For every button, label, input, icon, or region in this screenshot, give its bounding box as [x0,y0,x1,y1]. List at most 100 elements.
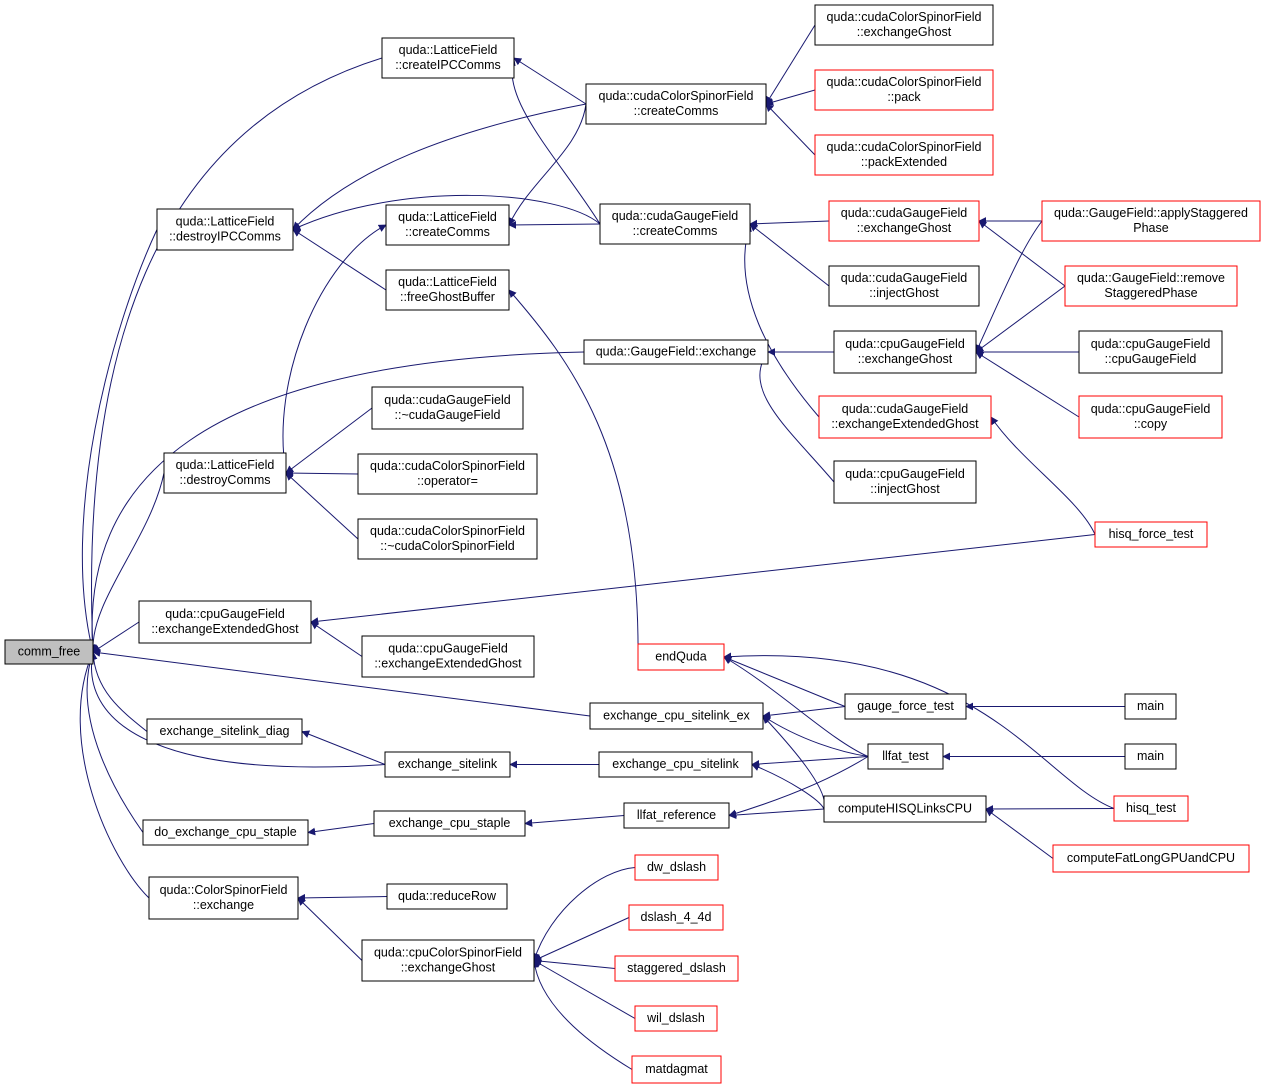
node-do_exchange_cpu_staple[interactable]: do_exchange_cpu_staple [142,819,309,846]
node-cgf_exchangeGhost[interactable]: quda::cudaGaugeField::exchangeGhost [828,200,980,242]
node-box[interactable] [818,395,992,439]
node-box[interactable] [1094,521,1208,548]
node-gf_exchange[interactable]: quda::GaugeField::exchange [583,339,769,365]
node-box[interactable] [867,743,944,770]
node-box[interactable] [1041,200,1261,242]
node-box[interactable] [623,802,730,829]
node-cpugf_exchangeExtendedGhost2[interactable]: quda::cpuGaugeField::exchangeExtendedGho… [361,635,535,678]
node-box[interactable] [373,810,526,837]
node-reduceRow[interactable]: quda::reduceRow [386,883,508,910]
node-box[interactable] [361,939,535,982]
node-box[interactable] [1064,265,1238,307]
node-csf_createComms[interactable]: quda::cudaColorSpinorField::createComms [585,83,767,125]
node-cpugf_exchangeGhost[interactable]: quda::cpuGaugeField::exchangeGhost [833,330,977,374]
node-box[interactable] [1052,844,1250,873]
node-cgf_injectGhost[interactable]: quda::cudaGaugeField::injectGhost [828,265,980,307]
node-box[interactable] [634,1005,718,1032]
node-box[interactable] [357,453,538,495]
node-box[interactable] [598,751,753,778]
node-box[interactable] [4,639,94,665]
node-computeHISQLinksCPU[interactable]: computeHISQLinksCPU [823,795,987,823]
node-box[interactable] [844,693,967,720]
node-main1[interactable]: main [1124,693,1177,720]
node-matdagmat[interactable]: matdagmat [631,1055,722,1084]
node-cpugf_exchangeExtendedGhost[interactable]: quda::cpuGaugeField::exchangeExtendedGho… [138,600,312,644]
node-wil_dslash[interactable]: wil_dslash [634,1005,718,1032]
node-csf_destructor[interactable]: quda::cudaColorSpinorField::~cudaColorSp… [357,518,538,560]
node-box[interactable] [833,460,977,504]
node-box[interactable] [138,600,312,644]
node-exchange_sitelink_diag[interactable]: exchange_sitelink_diag [146,718,303,745]
node-csf_operator[interactable]: quda::cudaColorSpinorField::operator= [357,453,538,495]
node-staggered_dslash[interactable]: staggered_dslash [614,955,739,982]
node-box[interactable] [614,955,739,982]
node-cgf_createComms[interactable]: quda::cudaGaugeField::createComms [599,203,751,245]
node-box[interactable] [637,643,725,671]
node-gauge_force_test[interactable]: gauge_force_test [844,693,967,720]
node-box[interactable] [381,37,515,79]
node-csf_pack[interactable]: quda::cudaColorSpinorField::pack [814,69,994,111]
node-lf_createIPCComms[interactable]: quda::LatticeField::createIPCComms [381,37,515,79]
node-exchange_sitelink[interactable]: exchange_sitelink [384,751,511,778]
node-box[interactable] [823,795,987,823]
node-box[interactable] [385,204,510,246]
node-exchange_cpu_staple[interactable]: exchange_cpu_staple [373,810,526,837]
node-cpucsf_exchangeGhost[interactable]: quda::cpuColorSpinorField::exchangeGhost [361,939,535,982]
node-endQuda[interactable]: endQuda [637,643,725,671]
node-box[interactable] [828,200,980,242]
node-cpugf_injectGhost[interactable]: quda::cpuGaugeField::injectGhost [833,460,977,504]
node-lf_freeGhostBuffer[interactable]: quda::LatticeField::freeGhostBuffer [385,269,510,311]
node-box[interactable] [361,635,535,678]
node-box[interactable] [357,518,538,560]
node-cgf_exchangeExtendedGhost[interactable]: quda::cudaGaugeField::exchangeExtendedGh… [818,395,992,439]
node-box[interactable] [628,904,724,931]
node-box[interactable] [585,83,767,125]
node-llfat_test[interactable]: llfat_test [867,743,944,770]
node-cpugf_copy[interactable]: quda::cpuGaugeField::copy [1078,395,1223,439]
node-box[interactable] [589,702,764,730]
node-box[interactable] [1124,693,1177,720]
node-hisq_test[interactable]: hisq_test [1113,795,1189,822]
node-box[interactable] [386,883,508,910]
node-box[interactable] [156,208,294,251]
node-box[interactable] [814,134,994,176]
node-main2[interactable]: main [1124,743,1177,770]
node-csf_exchange[interactable]: quda::ColorSpinorField::exchange [148,876,299,920]
node-box[interactable] [1078,395,1223,439]
node-box[interactable] [833,330,977,374]
node-csf_packExtended[interactable]: quda::cudaColorSpinorField::packExtended [814,134,994,176]
node-box[interactable] [1124,743,1177,770]
node-box[interactable] [828,265,980,307]
node-box[interactable] [814,69,994,111]
node-dw_dslash[interactable]: dw_dslash [634,854,719,881]
node-lf_createComms[interactable]: quda::LatticeField::createComms [385,204,510,246]
node-csf_exchangeGhost[interactable]: quda::cudaColorSpinorField::exchangeGhos… [814,4,994,46]
node-lf_destroyComms[interactable]: quda::LatticeField::destroyComms [163,452,287,494]
node-box[interactable] [385,269,510,311]
node-box[interactable] [371,386,524,430]
node-exchange_cpu_sitelink[interactable]: exchange_cpu_sitelink [598,751,753,778]
node-exchange_cpu_sitelink_ex[interactable]: exchange_cpu_sitelink_ex [589,702,764,730]
node-box[interactable] [148,876,299,920]
node-box[interactable] [814,4,994,46]
node-llfat_reference[interactable]: llfat_reference [623,802,730,829]
node-cgf_destructor[interactable]: quda::cudaGaugeField::~cudaGaugeField [371,386,524,430]
node-comm_free[interactable]: comm_free [4,639,94,665]
node-box[interactable] [142,819,309,846]
node-box[interactable] [1113,795,1189,822]
node-computeFatLong[interactable]: computeFatLongGPUandCPU [1052,844,1250,873]
node-box[interactable] [163,452,287,494]
node-box[interactable] [583,339,769,365]
node-box[interactable] [1078,330,1223,374]
node-cpugf_cpuGaugeField[interactable]: quda::cpuGaugeField::cpuGaugeField [1078,330,1223,374]
node-box[interactable] [599,203,751,245]
node-hisq_force_test[interactable]: hisq_force_test [1094,521,1208,548]
node-box[interactable] [384,751,511,778]
node-box[interactable] [146,718,303,745]
node-box[interactable] [634,854,719,881]
node-dslash_4_4d[interactable]: dslash_4_4d [628,904,724,931]
node-lf_destroyIPCComms[interactable]: quda::LatticeField::destroyIPCComms [156,208,294,251]
node-box[interactable] [631,1055,722,1084]
